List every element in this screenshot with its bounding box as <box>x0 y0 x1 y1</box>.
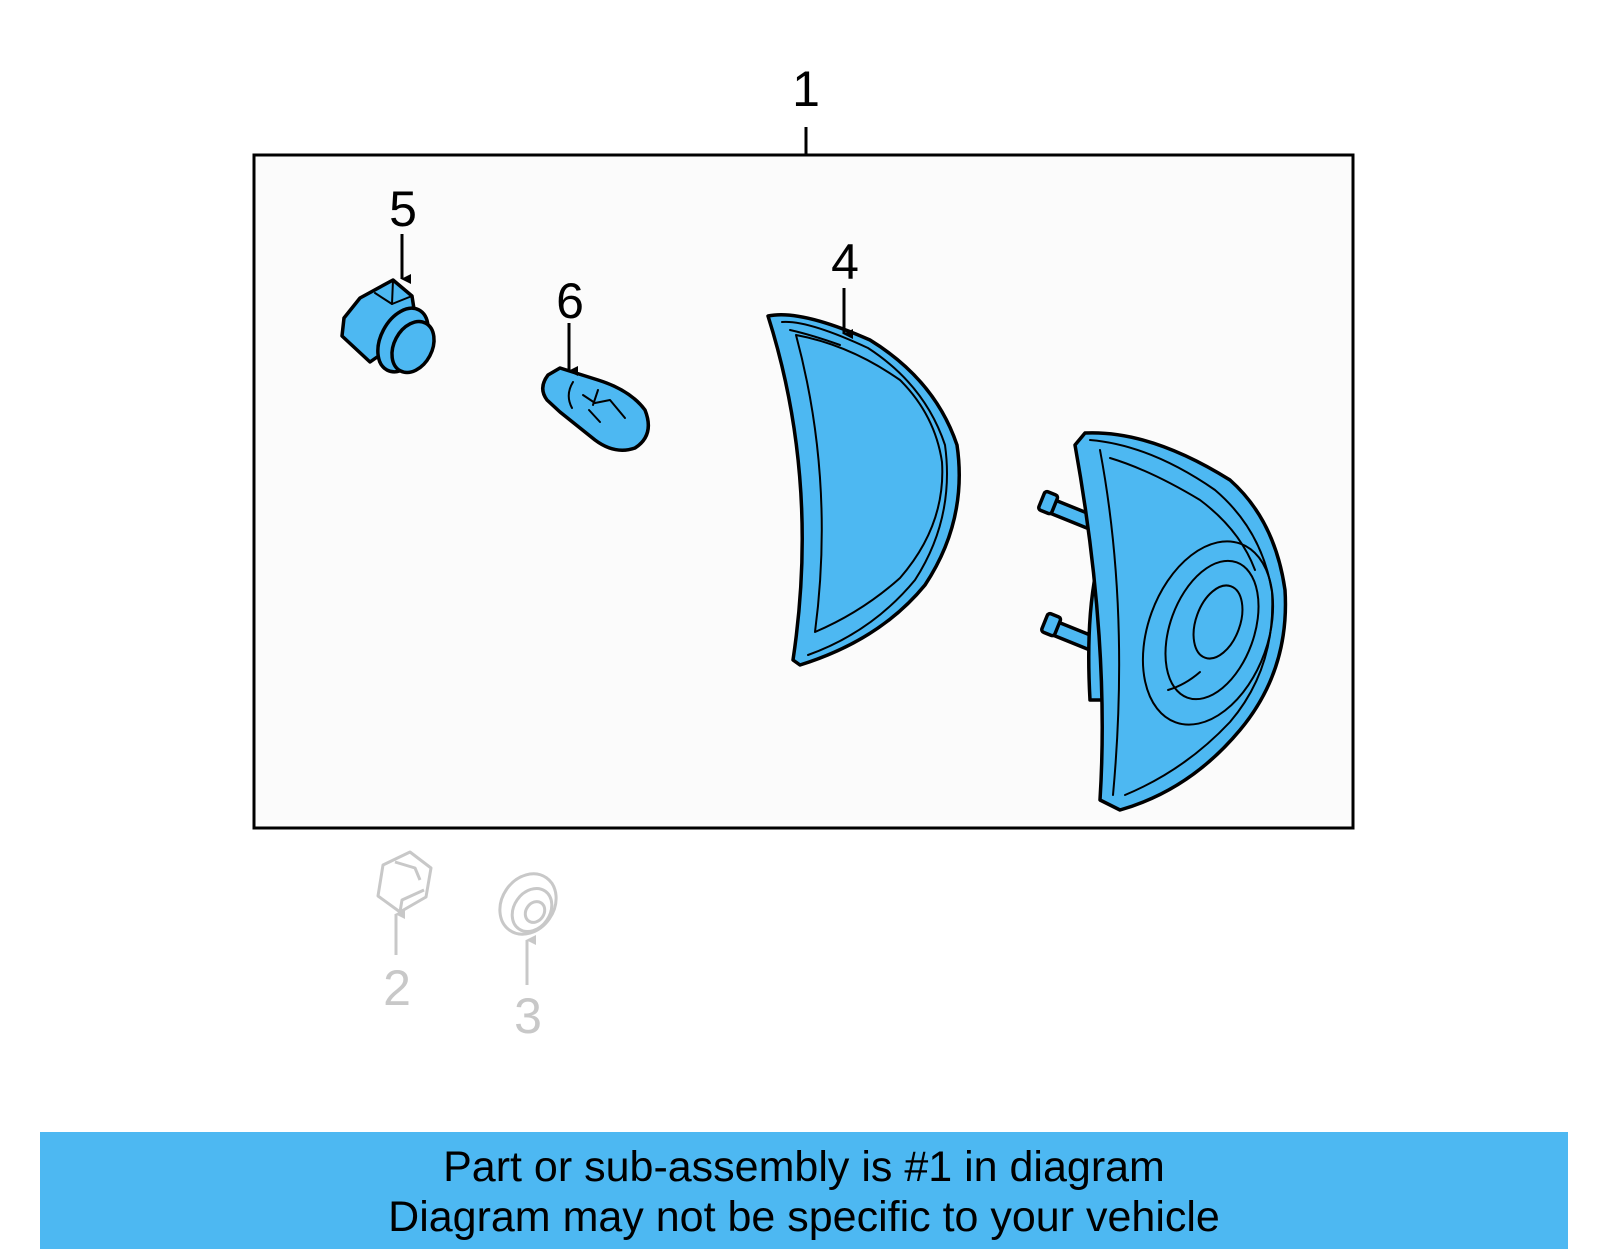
callout-6-label: 6 <box>556 273 584 329</box>
callout-5-label: 5 <box>389 181 417 237</box>
grommet-part[interactable] <box>488 863 567 945</box>
bulb-part[interactable] <box>541 366 651 452</box>
callout-4-label: 4 <box>831 234 859 290</box>
callout-3-label: 3 <box>514 988 542 1044</box>
banner-line-1: Part or sub-assembly is #1 in diagram <box>443 1143 1165 1191</box>
callout-2-label: 2 <box>383 960 411 1016</box>
banner-line-2: Diagram may not be specific to your vehi… <box>388 1193 1220 1241</box>
nut-part[interactable] <box>376 850 433 914</box>
callout-1-label: 1 <box>792 61 820 117</box>
lamp-housing <box>1037 431 1288 812</box>
disclaimer-banner: Part or sub-assembly is #1 in diagram Di… <box>40 1132 1568 1249</box>
socket-part[interactable] <box>340 278 442 380</box>
